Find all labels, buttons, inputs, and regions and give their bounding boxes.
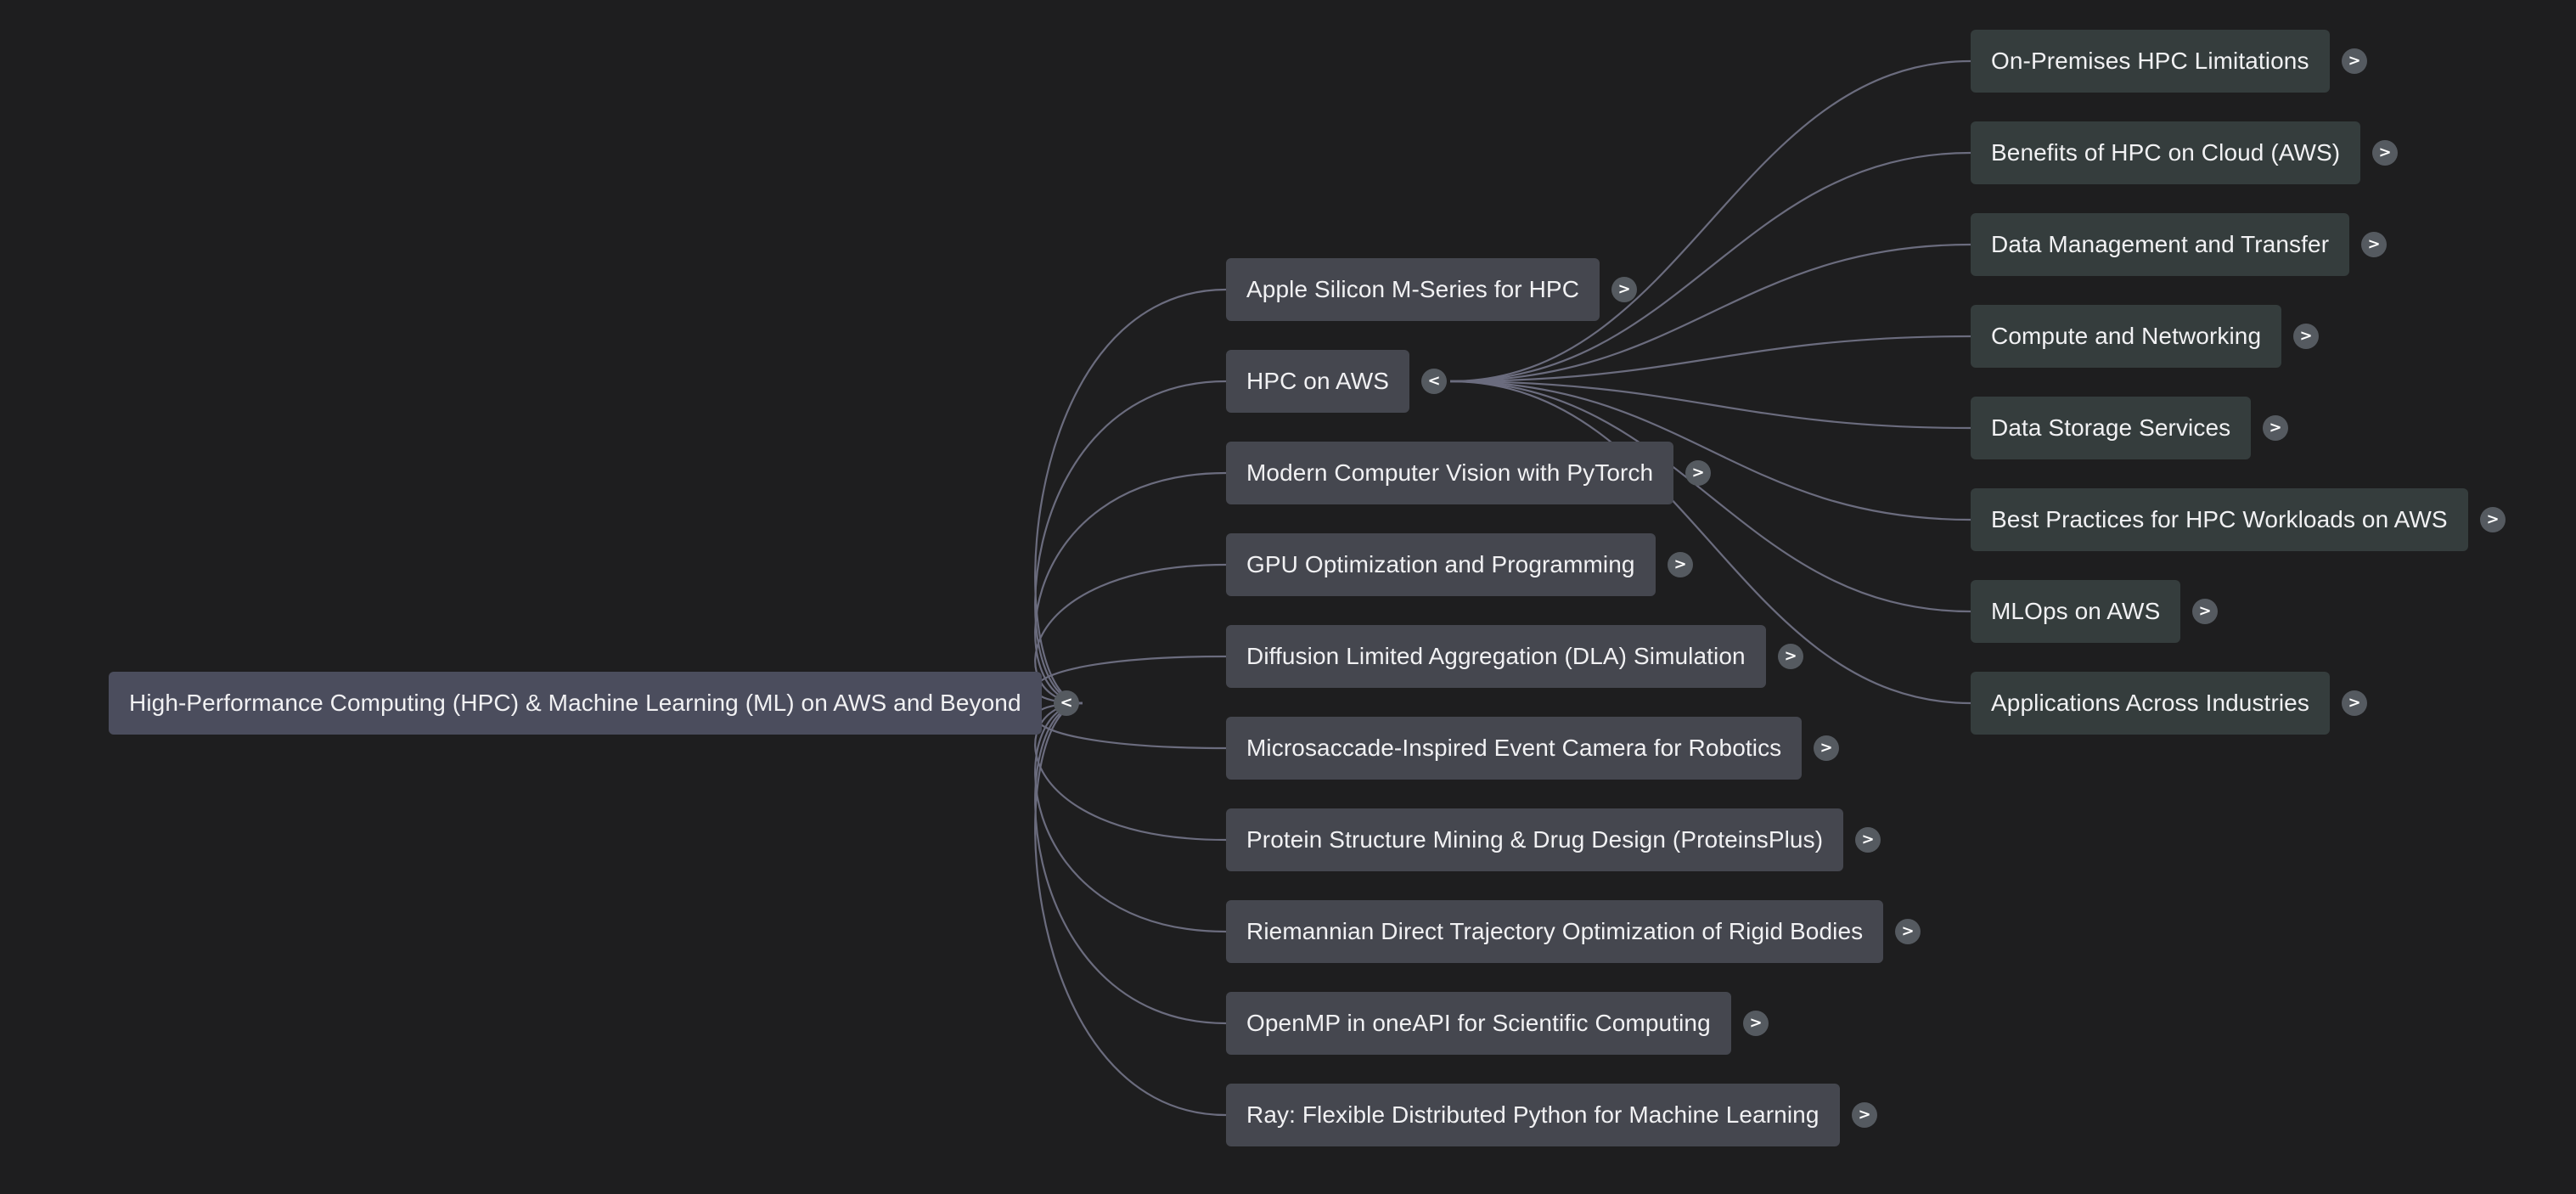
branch-node-gpu-optimization-and-programming[interactable]: GPU Optimization and Programming <box>1226 533 1656 596</box>
child-node-compute-and-networking[interactable]: Compute and Networking <box>1971 305 2282 368</box>
edge-hpc-on-aws-to-mlops-on-aws <box>1449 380 1971 613</box>
expand-toggle-button[interactable]: > <box>2361 232 2387 257</box>
edge-hpc-on-aws-to-on-premises-hpc-limitations <box>1449 59 1971 383</box>
branch-node-modern-computer-vision-with-pytorch[interactable]: Modern Computer Vision with PyTorch <box>1226 442 1674 504</box>
edge-hpc-on-aws-to-data-storage-services <box>1449 380 1971 430</box>
child-node-mlops-on-aws[interactable]: MLOps on AWS <box>1971 580 2181 643</box>
chevron-right-icon: > <box>2348 51 2361 70</box>
expand-toggle-button[interactable]: > <box>2293 324 2319 349</box>
edge-hpc-on-aws-to-compute-and-networking <box>1449 335 1971 383</box>
chevron-right-icon: > <box>2378 143 2392 161</box>
chevron-right-icon: > <box>1784 646 1797 665</box>
node-label: HPC on AWS <box>1246 368 1390 394</box>
child-node-data-management-and-transfer[interactable]: Data Management and Transfer <box>1971 213 2350 276</box>
chevron-right-icon: > <box>1820 738 1833 757</box>
edge-root-to-riemannian-direct-trajectory-optimization-of-rig <box>1034 701 1227 933</box>
node-label: Benefits of HPC on Cloud (AWS) <box>1991 139 2341 166</box>
node-label: Riemannian Direct Trajectory Optimizatio… <box>1246 918 1864 944</box>
expand-toggle-button[interactable]: > <box>1852 1102 1877 1128</box>
chevron-right-icon: > <box>2348 693 2361 712</box>
chevron-right-icon: > <box>1617 279 1631 298</box>
edge-hpc-on-aws-to-applications-across-industries <box>1449 380 1971 705</box>
node-label: Applications Across Industries <box>1991 690 2309 716</box>
chevron-right-icon: > <box>1691 463 1705 482</box>
node-label: Protein Structure Mining & Drug Design (… <box>1246 826 1824 853</box>
edge-hpc-on-aws-to-best-practices-for-hpc-workloads-on-aws <box>1449 380 1971 521</box>
chevron-right-icon: > <box>2367 234 2381 253</box>
node-label: MLOps on AWS <box>1991 598 2161 624</box>
node-label: Compute and Networking <box>1991 323 2262 349</box>
edge-hpc-on-aws-to-benefits-of-hpc-on-cloud-aws <box>1449 151 1971 383</box>
node-label: Microsaccade-Inspired Event Camera for R… <box>1246 735 1782 761</box>
expand-toggle-button[interactable]: > <box>1611 277 1637 302</box>
chevron-right-icon: > <box>1673 555 1687 573</box>
root-node[interactable]: High-Performance Computing (HPC) & Machi… <box>109 672 1042 735</box>
expand-toggle-button[interactable]: > <box>1855 827 1881 853</box>
collapse-toggle-button[interactable]: < <box>1421 369 1447 394</box>
expand-toggle-button[interactable]: > <box>1814 735 1839 761</box>
child-node-applications-across-industries[interactable]: Applications Across Industries <box>1971 672 2330 735</box>
branch-node-apple-silicon-m-series-for-hpc[interactable]: Apple Silicon M-Series for HPC <box>1226 258 1600 321</box>
edge-root-to-gpu-optimization-and-programming <box>1034 563 1227 705</box>
expand-toggle-button[interactable]: > <box>1668 552 1693 577</box>
chevron-right-icon: > <box>2299 326 2313 345</box>
node-label: Diffusion Limited Aggregation (DLA) Simu… <box>1246 643 1746 669</box>
node-label: Modern Computer Vision with PyTorch <box>1246 459 1654 486</box>
branch-node-hpc-on-aws[interactable]: HPC on AWS <box>1226 350 1410 413</box>
chevron-right-icon: > <box>1901 921 1915 940</box>
branch-node-diffusion-limited-aggregation-dla-simulation[interactable]: Diffusion Limited Aggregation (DLA) Simu… <box>1226 625 1766 688</box>
expand-toggle-button[interactable]: > <box>2192 599 2218 624</box>
expand-toggle-button[interactable]: > <box>1685 460 1711 486</box>
expand-toggle-button[interactable]: > <box>2480 507 2506 532</box>
child-node-best-practices-for-hpc-workloads-on-aws[interactable]: Best Practices for HPC Workloads on AWS <box>1971 488 2468 551</box>
expand-toggle-button[interactable]: > <box>1778 644 1803 669</box>
chevron-right-icon: > <box>2198 601 2212 620</box>
chevron-right-icon: > <box>1749 1013 1763 1032</box>
chevron-left-icon: < <box>1427 371 1441 390</box>
branch-node-ray-flexible-distributed-python-for-machine-lear[interactable]: Ray: Flexible Distributed Python for Mac… <box>1226 1084 1840 1146</box>
edge-root-to-ray-flexible-distributed-python-for-machine-lear <box>1034 701 1227 1117</box>
chevron-right-icon: > <box>2486 510 2500 528</box>
branch-node-openmp-in-oneapi-for-scientific-computing[interactable]: OpenMP in oneAPI for Scientific Computin… <box>1226 992 1731 1055</box>
node-label: Data Management and Transfer <box>1991 231 2330 257</box>
node-label: Apple Silicon M-Series for HPC <box>1246 276 1580 302</box>
edge-root-to-apple-silicon-m-series-for-hpc <box>1034 288 1227 705</box>
collapse-toggle-button[interactable]: < <box>1054 690 1079 716</box>
branch-node-riemannian-direct-trajectory-optimization-of-rig[interactable]: Riemannian Direct Trajectory Optimizatio… <box>1226 900 1884 963</box>
node-label: OpenMP in oneAPI for Scientific Computin… <box>1246 1010 1711 1036</box>
edge-root-to-openmp-in-oneapi-for-scientific-computing <box>1034 701 1227 1025</box>
child-node-benefits-of-hpc-on-cloud-aws[interactable]: Benefits of HPC on Cloud (AWS) <box>1971 121 2361 184</box>
chevron-left-icon: < <box>1060 693 1073 712</box>
chevron-right-icon: > <box>2269 418 2282 436</box>
node-label: On-Premises HPC Limitations <box>1991 48 2309 74</box>
expand-toggle-button[interactable]: > <box>2342 690 2367 716</box>
child-node-on-premises-hpc-limitations[interactable]: On-Premises HPC Limitations <box>1971 30 2330 93</box>
node-label: GPU Optimization and Programming <box>1246 551 1635 577</box>
expand-toggle-button[interactable]: > <box>2342 48 2367 74</box>
node-label: Ray: Flexible Distributed Python for Mac… <box>1246 1101 1820 1128</box>
chevron-right-icon: > <box>1858 1105 1871 1124</box>
expand-toggle-button[interactable]: > <box>2263 415 2288 441</box>
chevron-right-icon: > <box>1861 830 1875 848</box>
expand-toggle-button[interactable]: > <box>2372 140 2398 166</box>
edge-root-to-hpc-on-aws <box>1034 380 1227 705</box>
branch-node-microsaccade-inspired-event-camera-for-robotics[interactable]: Microsaccade-Inspired Event Camera for R… <box>1226 717 1803 780</box>
node-label: High-Performance Computing (HPC) & Machi… <box>129 690 1021 716</box>
expand-toggle-button[interactable]: > <box>1743 1011 1769 1036</box>
edge-hpc-on-aws-to-data-management-and-transfer <box>1449 243 1971 383</box>
expand-toggle-button[interactable]: > <box>1895 919 1921 944</box>
node-label: Best Practices for HPC Workloads on AWS <box>1991 506 2448 532</box>
child-node-data-storage-services[interactable]: Data Storage Services <box>1971 397 2252 459</box>
node-label: Data Storage Services <box>1991 414 2231 441</box>
branch-node-protein-structure-mining-drug-design-proteinsplu[interactable]: Protein Structure Mining & Drug Design (… <box>1226 808 1844 871</box>
edge-root-to-modern-computer-vision-with-pytorch <box>1034 471 1227 705</box>
edge-root-to-protein-structure-mining-drug-design-proteinsplu <box>1034 701 1227 842</box>
